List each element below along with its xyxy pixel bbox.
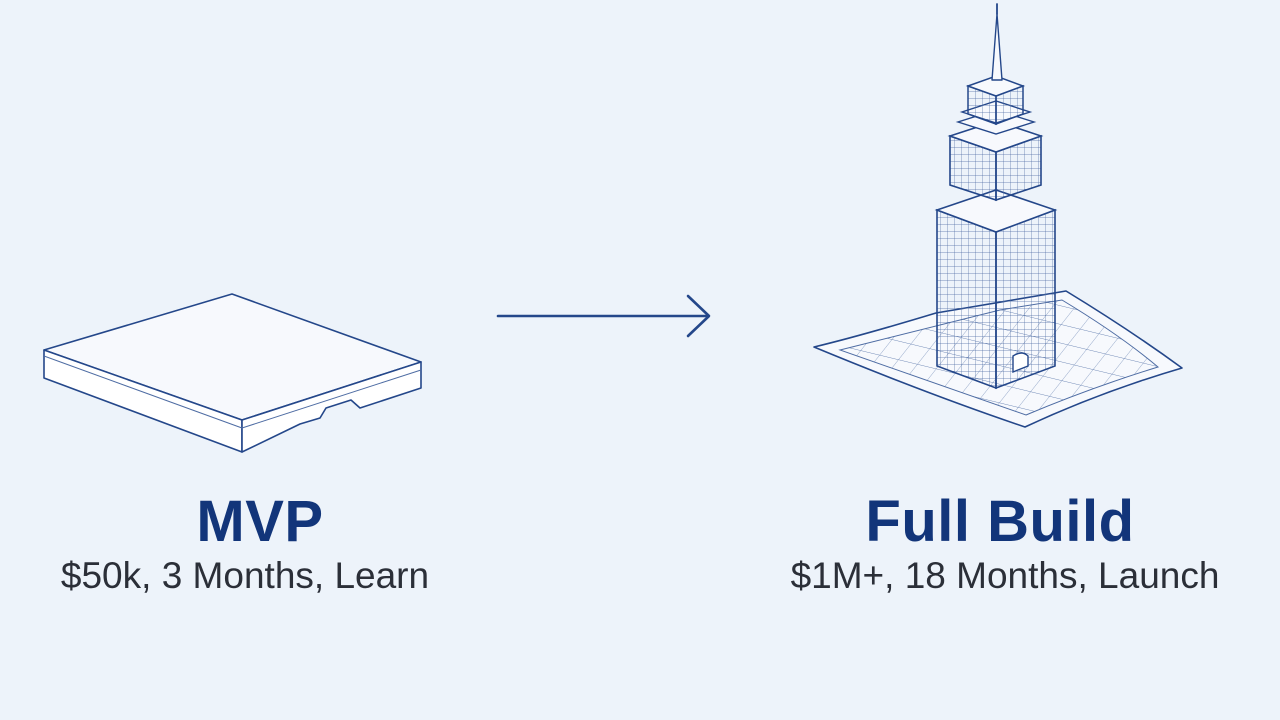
mvp-detail: $50k, 3 Months, Learn xyxy=(60,555,430,596)
full-build-detail: $1M+, 18 Months, Launch xyxy=(790,555,1220,596)
right-arrow-icon xyxy=(496,294,711,338)
flat-box-icon xyxy=(43,293,422,453)
mvp-title: MVP xyxy=(196,489,324,554)
skyscraper-on-blueprint-icon xyxy=(813,3,1183,428)
full-build-title: Full Build xyxy=(865,489,1135,554)
